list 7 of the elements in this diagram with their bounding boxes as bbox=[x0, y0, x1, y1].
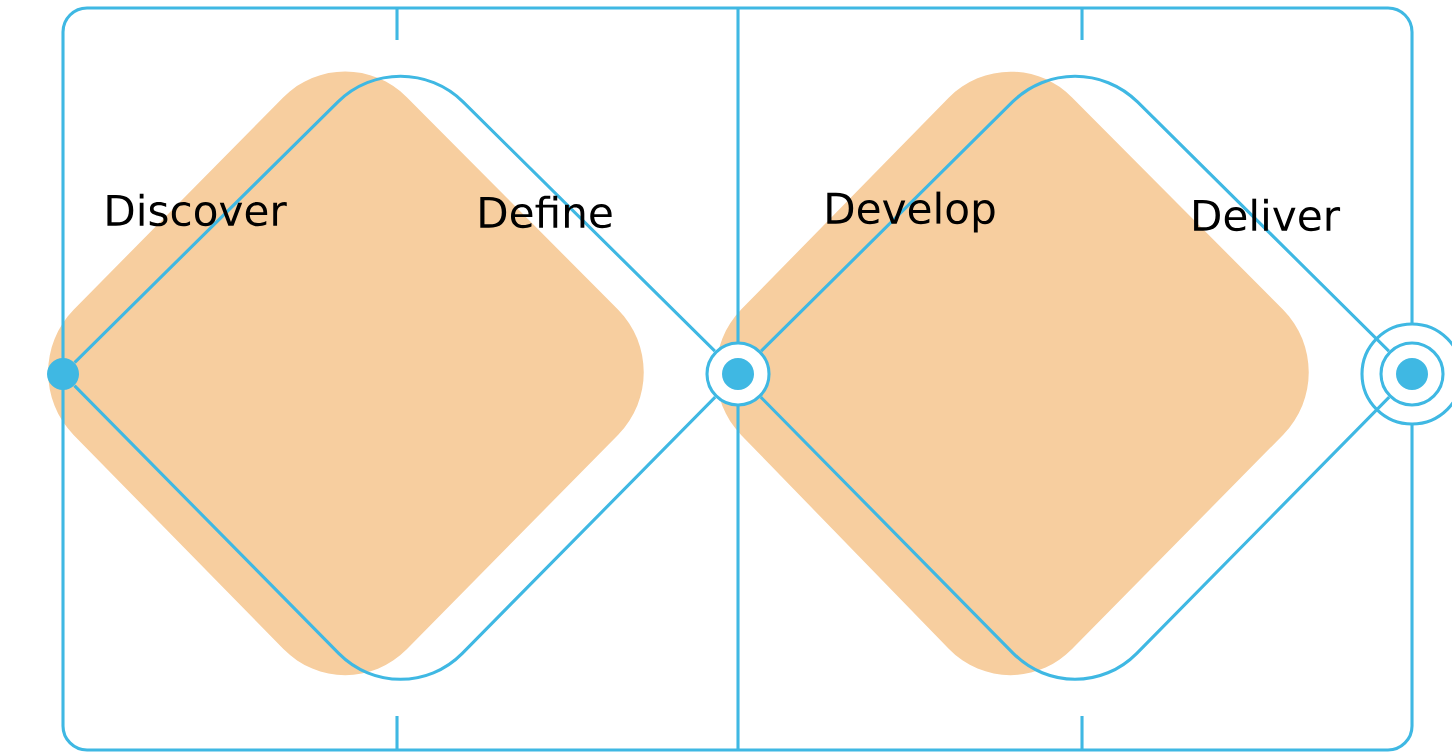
diamond-line bbox=[759, 396, 1391, 681]
start-dot bbox=[47, 358, 79, 390]
diamond-line bbox=[73, 74, 716, 364]
target-circle bbox=[705, 341, 771, 407]
diamond-line bbox=[760, 75, 1390, 353]
diamond-line bbox=[73, 384, 717, 681]
target-circle bbox=[1360, 322, 1452, 426]
